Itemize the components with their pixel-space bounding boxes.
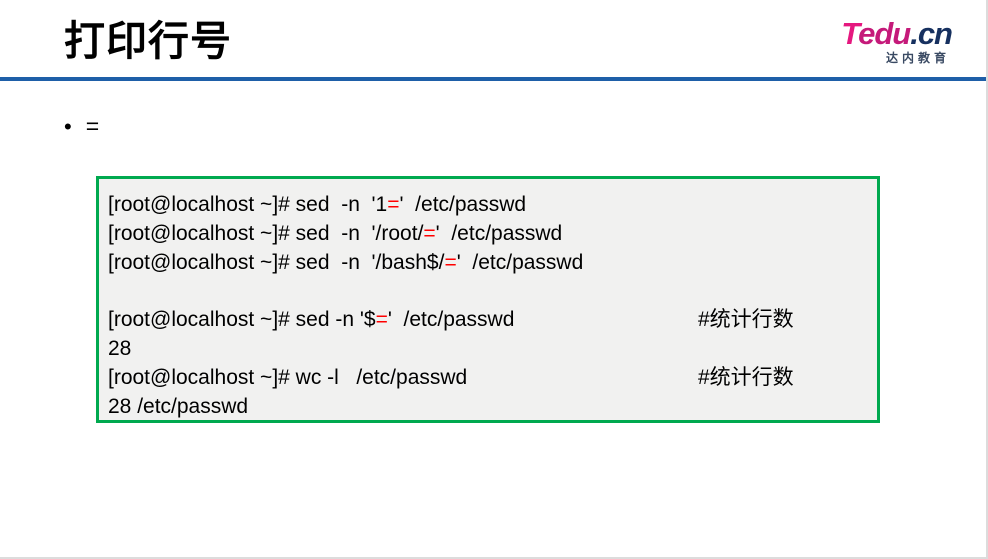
code-text: ' /etc/passwd [387, 308, 515, 331]
highlighted-equals: = [444, 251, 457, 274]
code-line: [root@localhost ~]# sed -n '$=' /etc/pas… [108, 305, 877, 334]
code-comment: #统计行数 [698, 366, 794, 389]
code-line: [root@localhost ~]# wc -l /etc/passwd #统计… [108, 363, 877, 392]
code-line: [root@localhost ~]# sed -n '1=' /etc/pas… [108, 190, 877, 219]
code-line: 28 [108, 334, 877, 363]
bullet-item: • = [64, 113, 99, 140]
code-text: [root@localhost ~]# sed -n '$ [108, 308, 376, 331]
highlighted-equals: = [387, 193, 400, 216]
code-text: ' /etc/passwd [435, 222, 563, 245]
code-line: 28 /etc/passwd [108, 392, 877, 421]
highlighted-equals: = [375, 308, 388, 331]
code-text: [root@localhost ~]# sed -n '/bash$/ [108, 251, 445, 274]
code-block: [root@localhost ~]# sed -n '1=' /etc/pas… [96, 176, 880, 423]
code-line [108, 277, 877, 305]
logo-wordmark: Tedu.cn [812, 16, 953, 51]
header-divider [0, 77, 986, 81]
logo-text-cn: .cn [910, 16, 953, 51]
page-title: 打印行号 [64, 18, 232, 64]
code-text: ' /etc/passwd [456, 251, 584, 274]
code-text: [root@localhost ~]# wc -l /etc/passwd [108, 366, 468, 389]
code-text: 28 /etc/passwd [108, 395, 249, 418]
code-line: [root@localhost ~]# sed -n '/root/=' /et… [108, 219, 877, 248]
bullet-marker-icon: • [64, 114, 72, 139]
tedu-logo: Tedu.cn 达内教育 [812, 16, 953, 70]
logo-letter-t: T [841, 16, 859, 51]
code-text: 28 [108, 337, 132, 360]
bullet-label: = [85, 113, 100, 139]
code-text: [root@localhost ~]# sed -n '1 [108, 193, 388, 216]
code-line: [root@localhost ~]# sed -n '/bash$/=' /e… [108, 248, 877, 277]
code-comment: #统计行数 [698, 308, 794, 331]
code-text: ' /etc/passwd [399, 193, 527, 216]
highlighted-equals: = [423, 222, 436, 245]
logo-subtitle: 达内教育 [885, 51, 950, 65]
logo-text-edu: edu [858, 16, 911, 51]
code-text: [root@localhost ~]# sed -n '/root/ [108, 222, 424, 245]
